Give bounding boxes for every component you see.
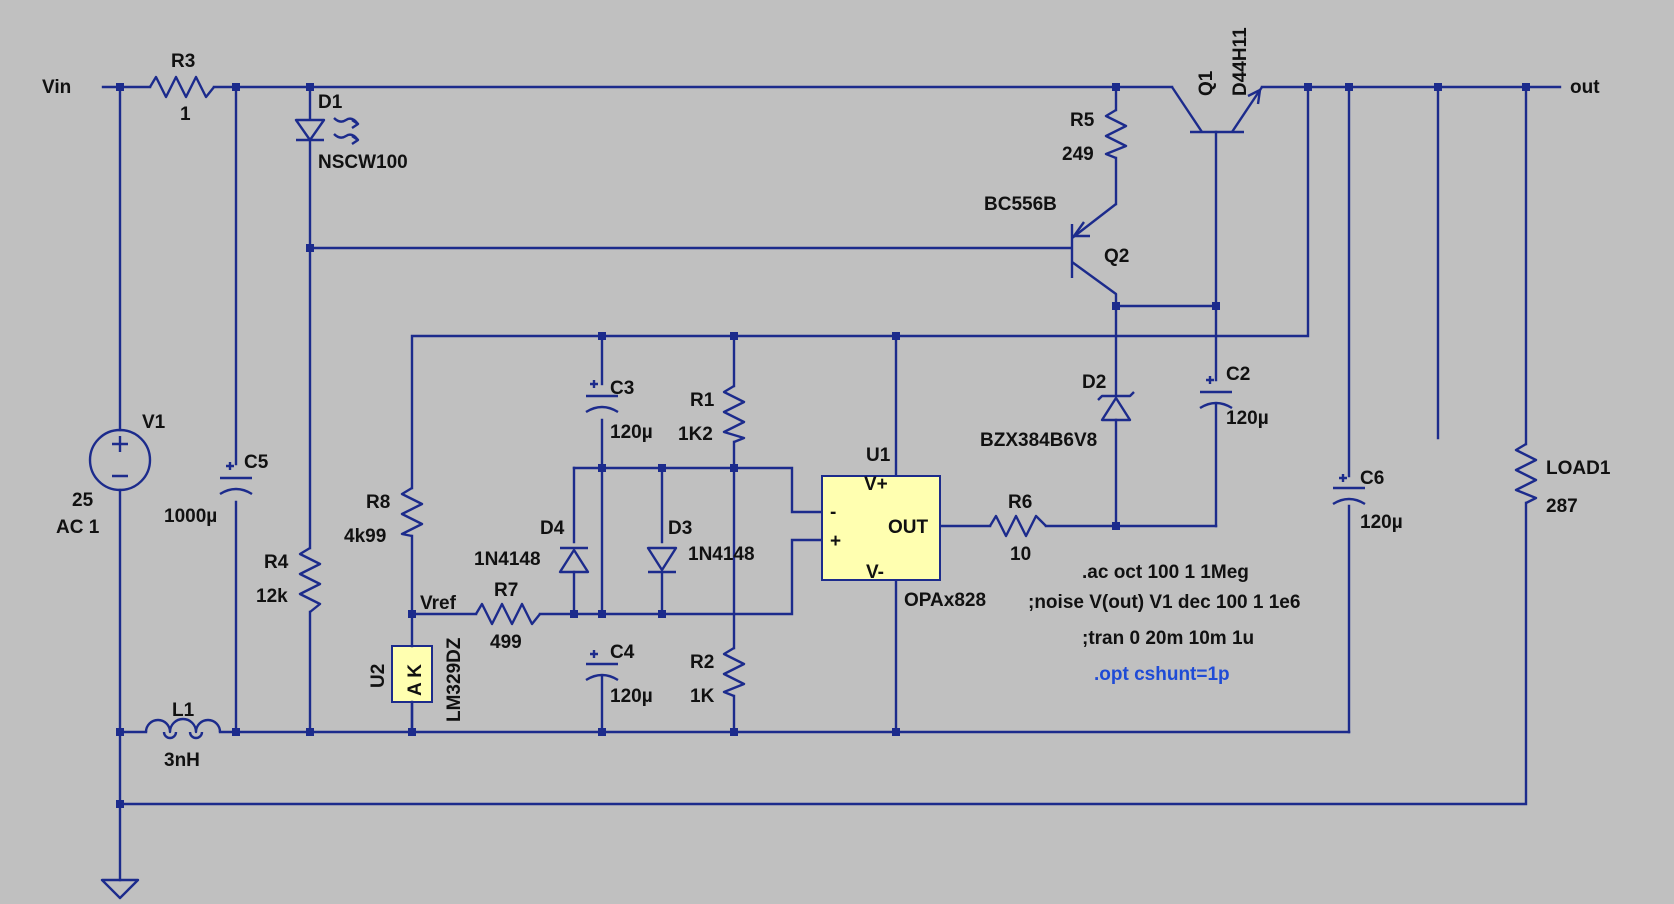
- capacitor-c6-ref: C6: [1360, 468, 1384, 489]
- resistor-r3-ref: R3: [171, 51, 195, 72]
- net-label-vref: Vref: [420, 593, 457, 614]
- inductor-l1-value: 3nH: [164, 750, 200, 771]
- resistor-r1-ref: R1: [690, 390, 715, 411]
- opamp-u1-out: OUT: [888, 517, 929, 538]
- reference-u2-pins: A K: [405, 664, 426, 696]
- transistor-q1-value: D44H11: [1230, 27, 1251, 96]
- resistor-r8-ref: R8: [366, 492, 390, 513]
- resistor-r2[interactable]: R2 1K: [690, 646, 746, 707]
- reference-u2[interactable]: A K U2 LM329DZ: [368, 612, 465, 734]
- capacitor-c5[interactable]: C5 1000µ: [164, 452, 269, 527]
- opamp-u1-inv: -: [830, 502, 836, 523]
- resistor-r2-ref: R2: [690, 652, 714, 673]
- transistor-q2[interactable]: Q2 BC556B: [984, 194, 1129, 306]
- capacitor-c5-value: 1000µ: [164, 506, 217, 527]
- capacitor-c6-value: 120µ: [1360, 512, 1403, 533]
- capacitor-c2-ref: C2: [1226, 364, 1250, 385]
- resistor-r7[interactable]: R7 499: [474, 580, 541, 653]
- voltage-source-v1[interactable]: V1 25 AC 1: [56, 412, 166, 538]
- inductor-l1[interactable]: L1 3nH: [144, 700, 222, 771]
- resistor-r5[interactable]: R5 249: [1062, 108, 1128, 165]
- opamp-u1-vplus: V+: [864, 474, 888, 495]
- directive-tran[interactable]: ;tran 0 20m 10m 1u: [1082, 628, 1254, 649]
- resistor-r8[interactable]: R8 4k99: [344, 486, 424, 547]
- voltage-source-v1-value: 25: [72, 490, 94, 511]
- opamp-u1-noninv: +: [830, 531, 841, 552]
- resistor-r5-ref: R5: [1070, 110, 1095, 131]
- net-label-vin: Vin: [42, 77, 71, 98]
- resistor-r8-value: 4k99: [344, 526, 386, 547]
- diode-d3[interactable]: D3 1N4148: [646, 518, 755, 574]
- directive-opt[interactable]: .opt cshunt=1p: [1094, 664, 1230, 685]
- resistor-r6-value: 10: [1010, 544, 1031, 565]
- transistor-q2-ref: Q2: [1104, 246, 1129, 267]
- inductor-l1-ref: L1: [172, 700, 195, 721]
- resistor-r4-ref: R4: [264, 552, 289, 573]
- diode-d4-ref: D4: [540, 518, 565, 539]
- reference-u2-value: LM329DZ: [444, 637, 465, 722]
- capacitor-c2-value: 120µ: [1226, 408, 1269, 429]
- capacitor-c5-ref: C5: [244, 452, 269, 473]
- resistor-r7-value: 499: [490, 632, 522, 653]
- capacitor-c3-ref: C3: [610, 378, 634, 399]
- resistor-r4-value: 12k: [256, 586, 288, 607]
- diode-d4[interactable]: D4 1N4148: [474, 518, 590, 574]
- resistor-r4[interactable]: R4 12k: [256, 546, 322, 613]
- capacitor-c4-ref: C4: [610, 642, 635, 663]
- directive-ac[interactable]: .ac oct 100 1 1Meg: [1082, 562, 1249, 583]
- ground-symbol: [100, 878, 140, 900]
- zener-d2-value: BZX384B6V8: [980, 430, 1097, 451]
- resistor-load1-ref: LOAD1: [1546, 458, 1611, 479]
- resistor-r1[interactable]: R1 1K2: [678, 384, 746, 445]
- resistor-r7-ref: R7: [494, 580, 518, 601]
- opamp-u1[interactable]: V+ - + OUT V- U1 OPAx828: [821, 445, 986, 611]
- diode-d3-ref: D3: [668, 518, 692, 539]
- reference-u2-ref: U2: [368, 664, 389, 688]
- capacitor-c4[interactable]: C4 120µ: [585, 642, 653, 707]
- transistor-q1[interactable]: Q1 D44H11: [1171, 27, 1263, 134]
- resistor-r1-value: 1K2: [678, 424, 713, 445]
- opamp-u1-vminus: V-: [866, 562, 884, 583]
- led-d1-ref: D1: [318, 92, 343, 113]
- resistor-r2-value: 1K: [690, 686, 715, 707]
- led-d1[interactable]: D1 NSCW100: [294, 92, 408, 173]
- resistor-r5-value: 249: [1062, 144, 1094, 165]
- voltage-source-v1-ac: AC 1: [56, 517, 100, 538]
- transistor-q1-ref: Q1: [1196, 70, 1217, 96]
- wires: [101, 85, 1562, 882]
- zener-d2[interactable]: D2 BZX384B6V8: [980, 372, 1135, 451]
- opamp-u1-value: OPAx828: [904, 590, 986, 611]
- zener-d2-ref: D2: [1082, 372, 1106, 393]
- resistor-r6[interactable]: R6 10: [988, 492, 1047, 565]
- capacitor-c4-value: 120µ: [610, 686, 653, 707]
- resistor-r3[interactable]: R3 1: [148, 51, 215, 125]
- capacitor-c3-value: 120µ: [610, 422, 653, 443]
- directive-noise[interactable]: ;noise V(out) V1 dec 100 1 1e6: [1028, 592, 1300, 613]
- resistor-r3-value: 1: [180, 104, 191, 125]
- opamp-u1-ref: U1: [866, 445, 891, 466]
- net-label-out: out: [1570, 77, 1600, 98]
- resistor-load1[interactable]: LOAD1 287: [1514, 442, 1611, 517]
- resistor-load1-value: 287: [1546, 496, 1578, 517]
- resistor-r6-ref: R6: [1008, 492, 1032, 513]
- junctions: [116, 83, 1530, 808]
- led-d1-value: NSCW100: [318, 152, 408, 173]
- diode-d3-value: 1N4148: [688, 544, 755, 565]
- diode-d4-value: 1N4148: [474, 549, 541, 570]
- transistor-q2-value: BC556B: [984, 194, 1057, 215]
- capacitor-c3[interactable]: C3 120µ: [585, 378, 653, 443]
- voltage-source-v1-ref: V1: [142, 412, 166, 433]
- capacitor-c2[interactable]: C2 120µ: [1199, 364, 1269, 429]
- capacitor-c6[interactable]: C6 120µ: [1332, 468, 1403, 533]
